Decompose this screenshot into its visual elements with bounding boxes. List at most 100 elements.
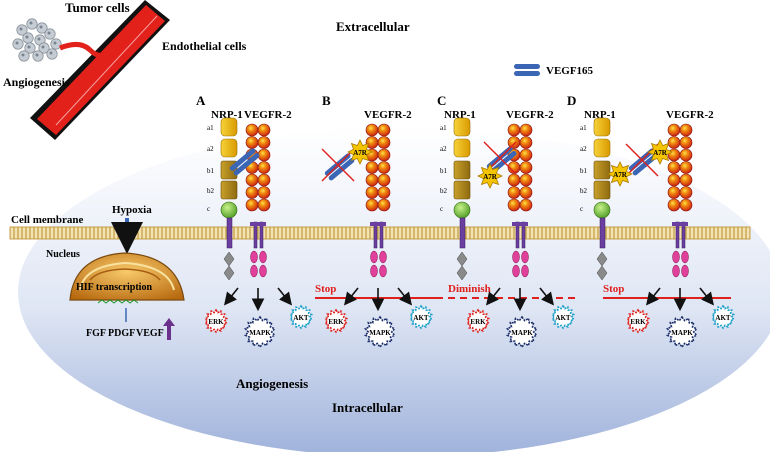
vegfr2-label: VEGFR-2	[244, 109, 292, 121]
vegfr2-receptor	[507, 123, 533, 278]
hif-transcription-label: HIF transcription	[76, 282, 152, 293]
domain-a2-label: a2	[440, 145, 447, 153]
mapk-kinase: MAPK	[364, 315, 396, 349]
nrp1-a1	[453, 117, 471, 137]
panel-letter: B	[322, 93, 331, 108]
vegfr2-domain	[519, 136, 533, 149]
mapk-kinase: MAPK	[666, 315, 698, 349]
tumor-cell	[22, 32, 34, 44]
vegfr2-label: VEGFR-2	[506, 109, 554, 121]
nrp1-b1	[593, 160, 611, 180]
vegfr2-domain	[377, 173, 391, 187]
domain-c-label: c	[440, 205, 443, 213]
vegf165-label: VEGF165	[546, 65, 594, 77]
vegfr2-domain	[679, 186, 693, 199]
hypoxia-label: Hypoxia	[112, 204, 152, 216]
a7r-peptide: A7R	[347, 139, 373, 165]
status-label: Stop	[315, 283, 336, 295]
vegfr2-receptor	[667, 123, 693, 278]
vegfr2-domain	[245, 198, 259, 212]
akt-kinase: AKT	[550, 304, 576, 330]
status-label: Diminish	[448, 283, 491, 295]
domain-c-label: c	[580, 205, 583, 213]
vegfr2-domain	[519, 161, 533, 174]
blood-vessel	[30, 0, 170, 140]
vegfr2-domain	[667, 198, 681, 212]
nrp1-a2	[220, 138, 238, 158]
vegfr2-domain	[507, 123, 521, 137]
sprout	[59, 42, 112, 58]
tumor-cell	[32, 50, 44, 62]
tumor-cell	[12, 38, 24, 50]
vegfr2-domain	[257, 148, 271, 162]
vegf165-legend-icon	[514, 64, 540, 76]
tumor-cell	[36, 22, 48, 34]
panel-letter: A	[196, 93, 206, 108]
vegfr2-domain	[365, 161, 379, 174]
nrp1-b2	[453, 180, 471, 200]
vegfr2-domain	[245, 136, 259, 149]
domain-a1-label: a1	[580, 124, 587, 132]
domain-a2-label: a2	[207, 145, 214, 153]
vegfr2-label: VEGFR-2	[364, 109, 412, 121]
nrp1-c	[593, 201, 611, 219]
tumor-cell	[26, 18, 38, 30]
vegfr2-label: VEGFR-2	[666, 109, 714, 121]
vegfr2-receptor	[365, 123, 391, 278]
panel-letter: C	[437, 93, 446, 108]
signal-arrow	[539, 287, 554, 306]
vegfr2-domain	[257, 173, 271, 187]
signal-arrow	[224, 287, 239, 306]
a7r-peptide: A7R	[477, 163, 503, 189]
signal-arrow	[397, 287, 412, 306]
domain-a2-label: a2	[580, 145, 587, 153]
vegfr2-domain	[519, 198, 533, 212]
fgf-label: FGF	[86, 328, 106, 339]
vegfr2-domain	[667, 173, 681, 187]
domain-b2-label: b2	[440, 187, 448, 195]
vegfr2-domain	[679, 148, 693, 162]
angiogenesis-top-label: Angiogenesis	[3, 75, 70, 89]
signal-arrow	[699, 287, 714, 306]
nrp1-a1	[593, 117, 611, 137]
domain-b1-label: b1	[440, 167, 448, 175]
vegfr2-domain	[245, 186, 259, 199]
erk-kinase: ERK	[625, 308, 651, 334]
erk-kinase-label: ERK	[328, 318, 344, 326]
akt-kinase: AKT	[710, 304, 736, 330]
a7r-peptide: A7R	[647, 139, 673, 165]
a7r-peptide: A7R	[607, 161, 633, 187]
vegfr2-domain	[257, 136, 271, 149]
signal-arrow	[486, 287, 501, 306]
status-label: Stop	[603, 283, 624, 295]
nrp1-c	[453, 201, 471, 219]
tumor-cells-label: Tumor cells	[65, 0, 130, 15]
mapk-kinase-label: MAPK	[671, 329, 693, 337]
domain-b1-label: b1	[207, 167, 215, 175]
nrp1-label: NRP-1	[444, 109, 476, 121]
vegfr2-domain	[377, 161, 391, 174]
tumor-cell-cluster	[12, 18, 62, 62]
panel-letter: D	[567, 93, 576, 108]
vegfr2-domain	[245, 173, 259, 187]
nrp1-b1	[453, 160, 471, 180]
vegf165-ligand	[229, 148, 260, 176]
vegfr2-domain	[667, 136, 681, 149]
nrp1-label: NRP-1	[584, 109, 616, 121]
erk-kinase: ERK	[203, 308, 229, 334]
vegfr2-domain	[377, 186, 391, 199]
vegfr2-domain	[507, 186, 521, 199]
pdgf-label: PDGF	[108, 328, 135, 339]
mapk-kinase: MAPK	[506, 315, 538, 349]
mapk-kinase-label: MAPK	[511, 329, 533, 337]
signal-arrow	[277, 287, 292, 306]
erk-kinase-label: ERK	[470, 318, 486, 326]
vegfr2-domain	[507, 198, 521, 212]
vegfr2-domain	[257, 123, 271, 137]
